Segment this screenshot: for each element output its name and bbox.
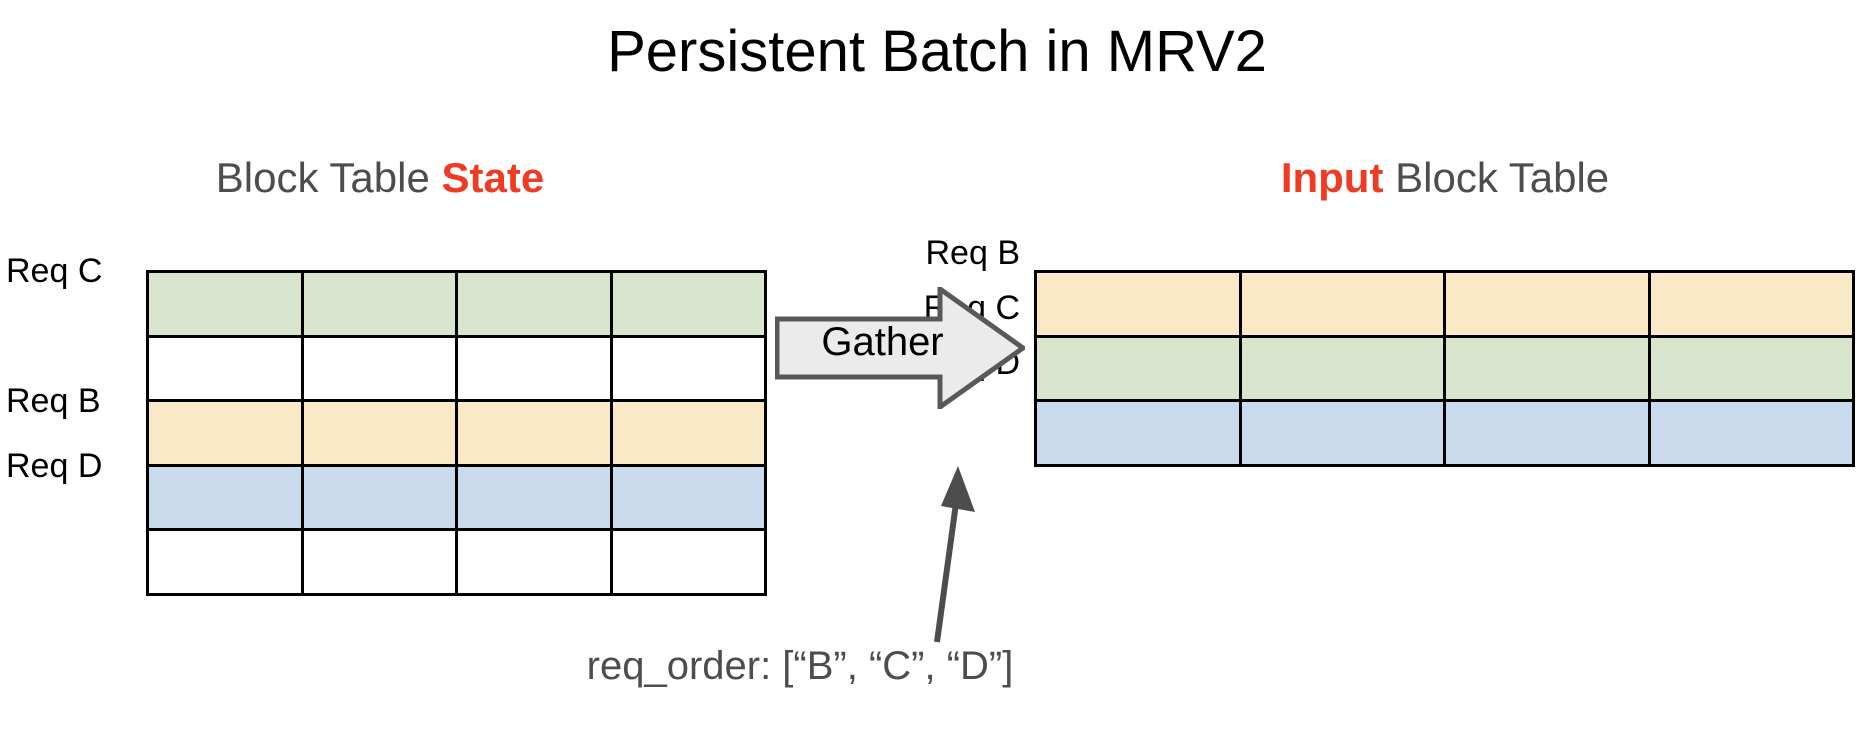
table-cell bbox=[612, 402, 764, 464]
input-row-label-req-b: Req B bbox=[925, 234, 1021, 272]
block-table-state-grid bbox=[146, 270, 767, 596]
table-cell bbox=[1446, 273, 1648, 335]
table-cell bbox=[458, 402, 610, 464]
state-row-label-req-d: Req D bbox=[6, 447, 103, 485]
block-table-state-heading: Block Table State bbox=[120, 153, 640, 203]
table-cell bbox=[149, 402, 301, 464]
table-cell bbox=[1650, 402, 1852, 464]
table-cell bbox=[1037, 273, 1239, 335]
table-cell bbox=[612, 337, 764, 400]
page-title: Persistent Batch in MRV2 bbox=[607, 19, 1267, 84]
table-cell bbox=[612, 466, 764, 529]
table-cell bbox=[1241, 273, 1443, 335]
table-cell bbox=[1037, 402, 1239, 464]
table-cell bbox=[303, 466, 455, 529]
table-cell bbox=[458, 466, 610, 529]
table-cell bbox=[1241, 402, 1443, 464]
table-cell bbox=[458, 337, 610, 400]
heading-accent-state: State bbox=[441, 154, 545, 201]
table-cell bbox=[149, 337, 301, 400]
table-cell bbox=[1037, 337, 1239, 400]
table-cell bbox=[303, 337, 455, 400]
heading-suffix-text: Block Table bbox=[1383, 154, 1610, 201]
gather-arrow-icon bbox=[775, 287, 1025, 409]
pointer-arrow-icon bbox=[934, 466, 975, 643]
state-row-label-req-c: Req C bbox=[6, 252, 103, 290]
table-cell bbox=[149, 466, 301, 529]
heading-prefix-text: Block Table bbox=[215, 154, 442, 201]
table-cell bbox=[612, 273, 764, 335]
table-cell bbox=[612, 531, 764, 593]
req-order-caption: req_order: [“B”, “C”, “D”] bbox=[586, 644, 1014, 688]
state-row-label-req-b: Req B bbox=[6, 382, 101, 420]
table-cell bbox=[149, 531, 301, 593]
table-cell bbox=[303, 402, 455, 464]
table-cell bbox=[1241, 337, 1443, 400]
table-cell bbox=[458, 273, 610, 335]
table-cell bbox=[1446, 402, 1648, 464]
gather-label: Gather bbox=[821, 320, 944, 364]
table-cell bbox=[303, 273, 455, 335]
table-cell bbox=[1650, 337, 1852, 400]
table-cell bbox=[303, 531, 455, 593]
heading-accent-input: Input bbox=[1280, 154, 1384, 201]
table-cell bbox=[1650, 273, 1852, 335]
table-cell bbox=[458, 531, 610, 593]
table-cell bbox=[149, 273, 301, 335]
input-block-table-heading: Input Block Table bbox=[1030, 153, 1860, 203]
table-cell bbox=[1446, 337, 1648, 400]
input-block-table-grid bbox=[1034, 270, 1855, 467]
